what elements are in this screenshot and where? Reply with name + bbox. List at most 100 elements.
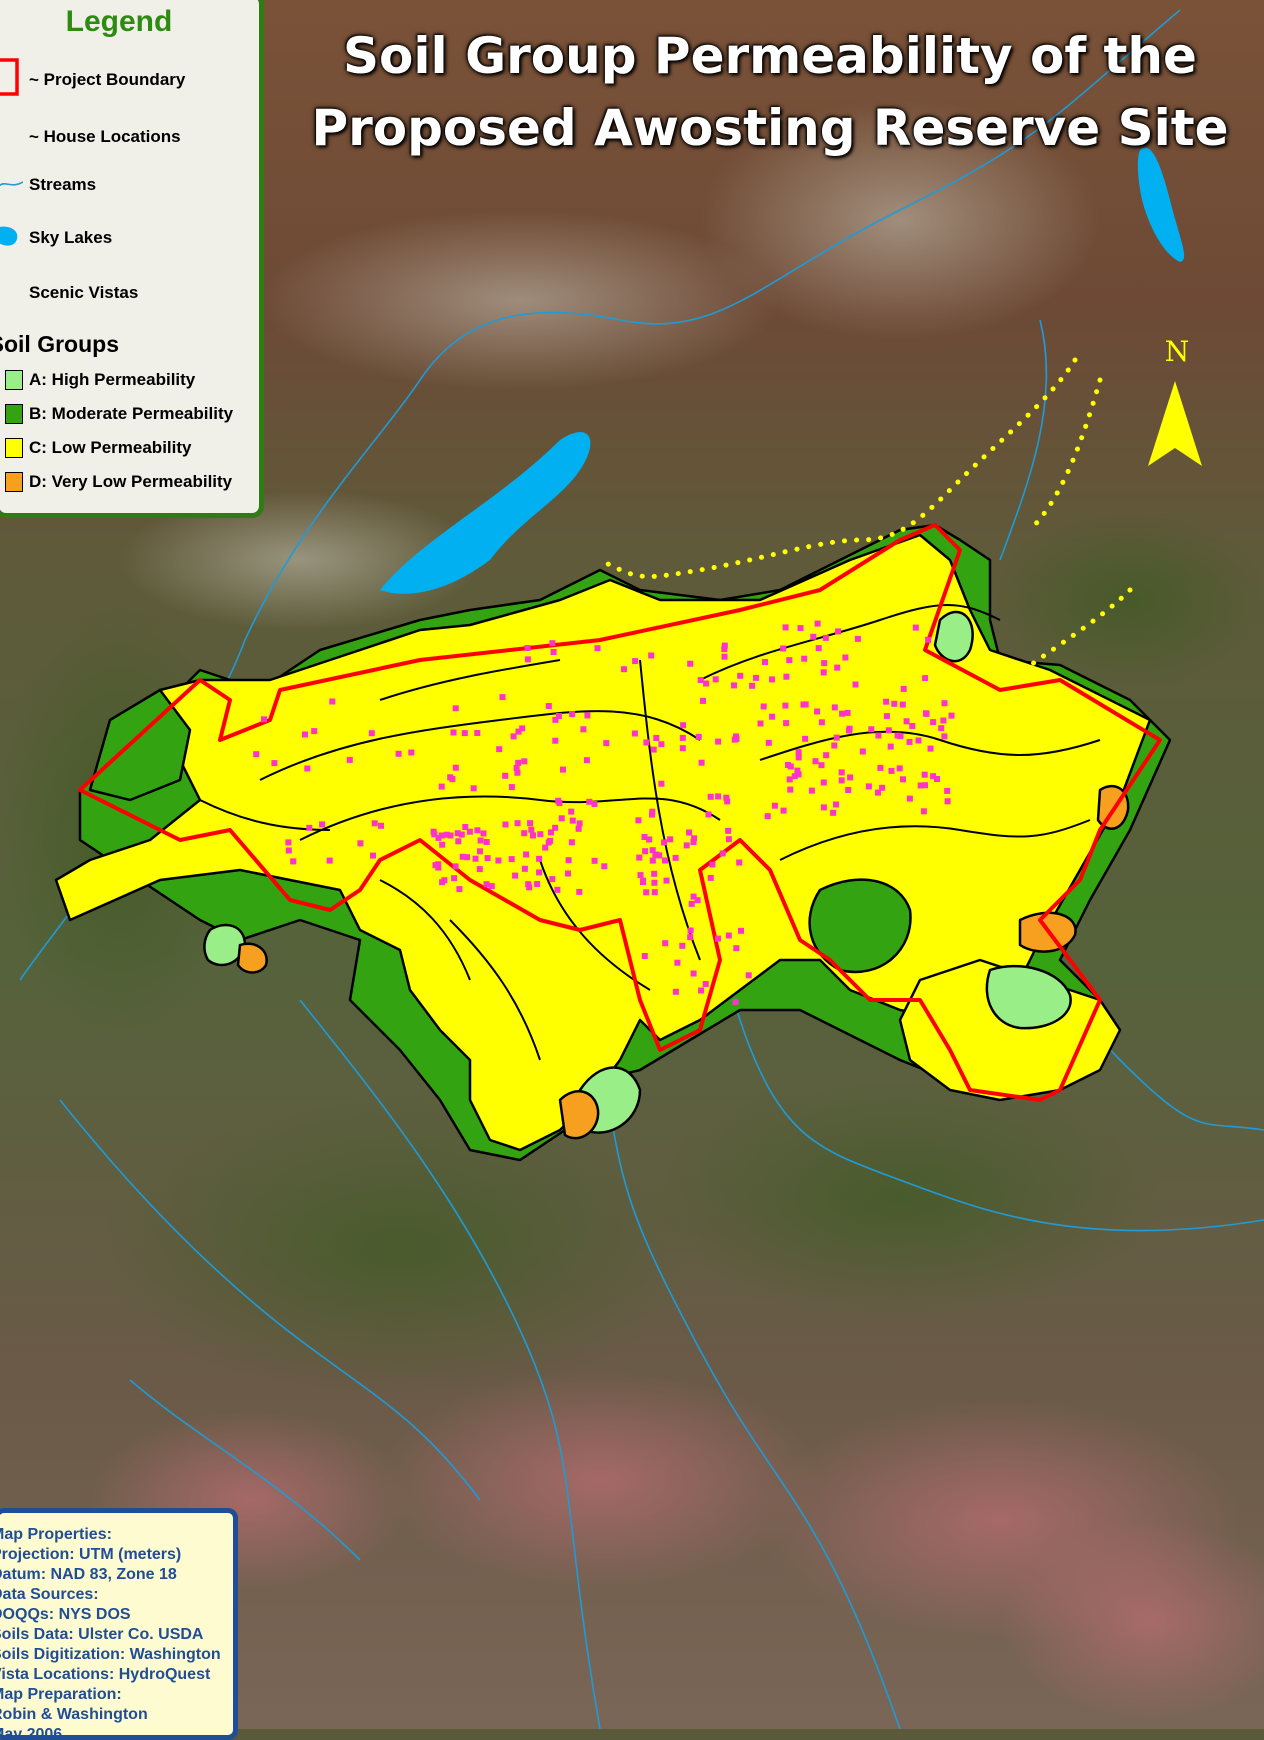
house-marker: [731, 682, 737, 689]
house-marker: [464, 854, 471, 861]
info-line-8: Vista Locations: HydroQuest: [0, 1666, 211, 1683]
house-marker: [733, 733, 739, 740]
house-marker: [480, 830, 487, 837]
house-marker: [757, 720, 764, 727]
house-marker: [514, 769, 521, 776]
soil-a-swatch: [5, 370, 23, 390]
house-marker: [921, 771, 928, 778]
house-marker: [290, 858, 297, 865]
info-line-9: Map Preparation:: [0, 1686, 122, 1703]
house-marker: [319, 821, 326, 828]
house-marker: [631, 730, 638, 737]
house-marker: [686, 829, 693, 836]
house-marker: [550, 649, 557, 655]
info-line-4: Data Sources:: [0, 1586, 99, 1603]
house-marker: [483, 839, 490, 845]
info-line-6: Soils Data: Ulster Co. USDA: [0, 1626, 204, 1643]
house-marker: [687, 660, 694, 667]
house-marker: [732, 998, 739, 1005]
house-marker: [844, 709, 851, 716]
house-marker: [591, 801, 598, 807]
house-marker: [877, 764, 884, 771]
house-marker: [846, 727, 852, 734]
house-marker: [707, 874, 714, 881]
house-marker: [537, 831, 544, 838]
house-marker: [395, 750, 402, 757]
house-marker: [508, 784, 515, 791]
house-marker: [536, 855, 543, 862]
house-marker: [736, 859, 743, 866]
house-marker: [568, 808, 575, 815]
house-marker: [565, 857, 572, 864]
house-marker: [834, 664, 841, 671]
house-marker: [568, 839, 575, 846]
house-marker: [672, 988, 679, 995]
house-marker: [868, 726, 875, 733]
house-marker: [941, 733, 948, 740]
house-marker: [514, 820, 521, 827]
house-marker: [690, 839, 697, 846]
house-marker: [651, 879, 658, 886]
house-marker: [721, 646, 728, 653]
house-marker: [847, 774, 854, 781]
house-marker: [521, 758, 528, 765]
info-line-11: May 2006: [0, 1726, 63, 1740]
map-title-line-1: Soil Group Permeability of the: [343, 27, 1197, 85]
house-marker: [640, 879, 646, 886]
house-marker: [451, 875, 458, 882]
house-marker: [833, 801, 839, 808]
house-marker: [521, 830, 528, 837]
info-line-7: Soils Digitization: Washington: [0, 1646, 221, 1663]
house-marker: [311, 728, 318, 735]
house-marker: [818, 762, 825, 769]
house-marker: [780, 645, 787, 652]
soil-b-swatch: [5, 404, 23, 424]
info-line-10: Robin & Washington: [0, 1706, 148, 1723]
map-info-box: Map Properties: Projection: UTM (meters)…: [0, 1508, 238, 1740]
house-marker: [458, 831, 465, 838]
house-marker: [555, 797, 562, 804]
house-marker: [591, 857, 598, 864]
house-marker: [859, 748, 866, 755]
house-marker: [408, 749, 415, 756]
house-marker: [900, 776, 906, 783]
house-marker: [641, 834, 648, 840]
house-marker: [795, 749, 802, 756]
house-marker: [370, 852, 376, 859]
house-marker: [930, 719, 937, 726]
project-boundary-icon: [0, 58, 19, 96]
house-marker: [530, 832, 536, 839]
house-marker: [765, 739, 772, 746]
soil-a-3: [203, 923, 247, 967]
house-marker: [786, 776, 793, 783]
house-marker: [900, 685, 907, 692]
house-marker: [346, 756, 353, 763]
house-marker: [646, 836, 653, 843]
house-marker: [749, 682, 756, 689]
soil-c-swatch: [5, 438, 23, 458]
house-marker: [771, 802, 778, 809]
house-marker: [447, 832, 454, 839]
house-marker: [649, 811, 655, 818]
house-marker: [725, 932, 732, 939]
house-marker: [814, 620, 821, 627]
house-marker: [565, 870, 571, 877]
house-marker: [712, 676, 719, 683]
legend-soil-b: B: Moderate Permeability: [29, 404, 234, 423]
house-marker: [891, 700, 898, 707]
house-marker: [326, 857, 333, 864]
house-marker: [643, 889, 650, 896]
legend-soil-a: A: High Permeability: [29, 370, 196, 389]
house-marker: [680, 722, 687, 729]
north-arrow-icon: [1148, 381, 1202, 466]
house-marker: [443, 831, 450, 838]
house-marker: [690, 970, 697, 977]
house-marker: [649, 847, 656, 854]
house-marker: [764, 813, 771, 820]
house-marker: [569, 817, 576, 824]
house-marker: [368, 730, 375, 737]
house-marker: [683, 842, 690, 849]
house-marker: [329, 698, 336, 705]
house-marker: [791, 773, 798, 780]
